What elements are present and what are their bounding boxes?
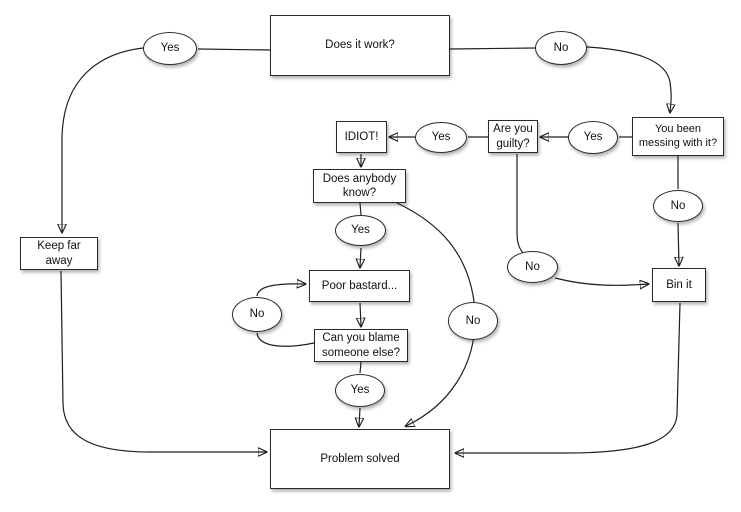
edge-doesitwork-to-no: [449, 47, 536, 50]
edge-no-to-poorbastard: [256, 284, 305, 297]
node-are-you-guilty: Are you guilty?: [488, 120, 538, 153]
connector-yes-messing: Yes: [568, 121, 618, 154]
connector-yes-top: Yes: [143, 32, 197, 65]
node-bin-it: Bin it: [652, 268, 706, 302]
edge-yes-to-poorbastard: [360, 247, 361, 267]
node-idiot: IDIOT!: [336, 121, 387, 153]
connector-yes-know: Yes: [335, 215, 386, 246]
connector-no-know: No: [448, 302, 498, 340]
connector-yes-blame: Yes: [335, 374, 385, 407]
node-does-it-work: Does it work?: [270, 15, 450, 76]
edge-no-to-messing: [586, 46, 671, 112]
edge-keepfaraway-to-problemsolved: [60, 270, 266, 452]
edge-binit-to-problemsolved: [456, 302, 681, 453]
edge-blame-to-yes: [359, 361, 362, 374]
edge-poorbastard-to-blame: [360, 302, 361, 326]
edge-no-to-binit: [554, 277, 648, 285]
edge-doesitwork-to-yes: [197, 48, 271, 51]
edge-guilty-to-no: [516, 154, 524, 254]
node-keep-far-away: Keep far away: [20, 237, 98, 270]
node-can-you-blame: Can you blame someone else?: [314, 329, 408, 362]
node-poor-bastard: Poor bastard...: [309, 270, 410, 302]
connector-no-top: No: [535, 31, 587, 65]
edge-yes-to-keepfaraway: [62, 47, 144, 232]
node-problem-solved: Problem solved: [270, 429, 450, 489]
connector-no-messing: No: [653, 190, 703, 222]
connector-yes-guilty: Yes: [415, 122, 467, 153]
edge-blame-to-no: [256, 332, 315, 347]
edge-know-to-yes: [359, 202, 362, 216]
node-you-been-messing: You been messing with it?: [632, 117, 724, 156]
connector-no-guilty: No: [507, 251, 558, 283]
node-does-anybody-know: Does anybody know?: [313, 169, 406, 203]
edge-no-to-binit-down: [678, 222, 679, 265]
connector-no-blame: No: [232, 297, 282, 332]
edge-yes-to-problemsolved: [359, 407, 360, 426]
